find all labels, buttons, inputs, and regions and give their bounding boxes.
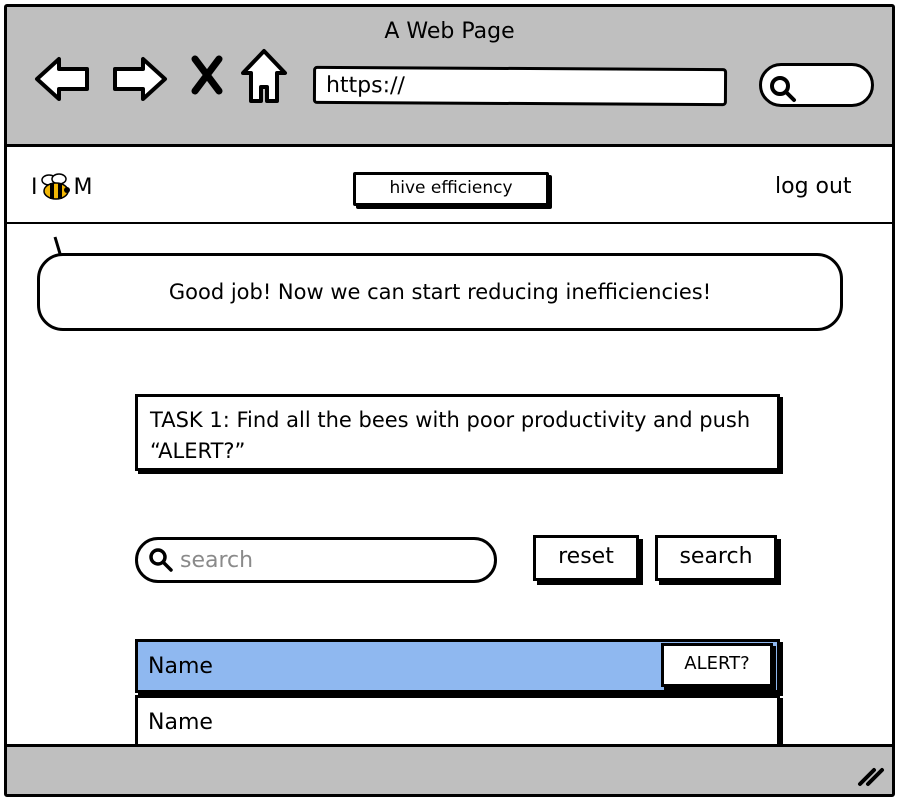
table-row[interactable]: Name — [135, 695, 780, 751]
close-x-icon[interactable] — [189, 55, 225, 95]
browser-search-box[interactable] — [759, 63, 874, 107]
search-icon — [149, 548, 173, 572]
browser-status-bar — [7, 744, 892, 794]
browser-window: A Web Page https:// I — [4, 4, 895, 797]
table-row[interactable]: Name ALERT? — [135, 639, 780, 693]
back-arrow-icon[interactable] — [33, 53, 93, 105]
logout-link[interactable]: log out — [775, 174, 852, 199]
speech-bubble-message: Good job! Now we can start reducing inef… — [37, 253, 843, 331]
app-header: I M hive efficiency log out — [7, 150, 892, 224]
logo-letter-right: M — [73, 174, 93, 200]
search-field[interactable] — [135, 537, 497, 583]
resize-grip-icon[interactable] — [854, 764, 886, 788]
alert-button[interactable]: ALERT? — [661, 643, 773, 687]
reset-button[interactable]: reset — [533, 535, 639, 581]
window-title: A Web Page — [384, 19, 515, 44]
bee-icon — [40, 173, 70, 200]
forward-arrow-icon[interactable] — [109, 53, 169, 105]
row-name: Name — [148, 710, 213, 735]
logo[interactable]: I M — [31, 172, 92, 202]
browser-chrome: A Web Page https:// — [7, 7, 892, 147]
row-name: Name — [148, 654, 213, 679]
search-icon — [770, 76, 796, 102]
task-instructions: TASK 1: Find all the bees with poor prod… — [135, 394, 780, 471]
hive-efficiency-button[interactable]: hive efficiency — [353, 172, 549, 206]
url-bar[interactable]: https:// — [312, 65, 728, 107]
search-button[interactable]: search — [655, 535, 777, 581]
logo-letter-left: I — [31, 174, 38, 200]
search-input[interactable] — [180, 547, 480, 573]
home-icon[interactable] — [239, 47, 289, 105]
